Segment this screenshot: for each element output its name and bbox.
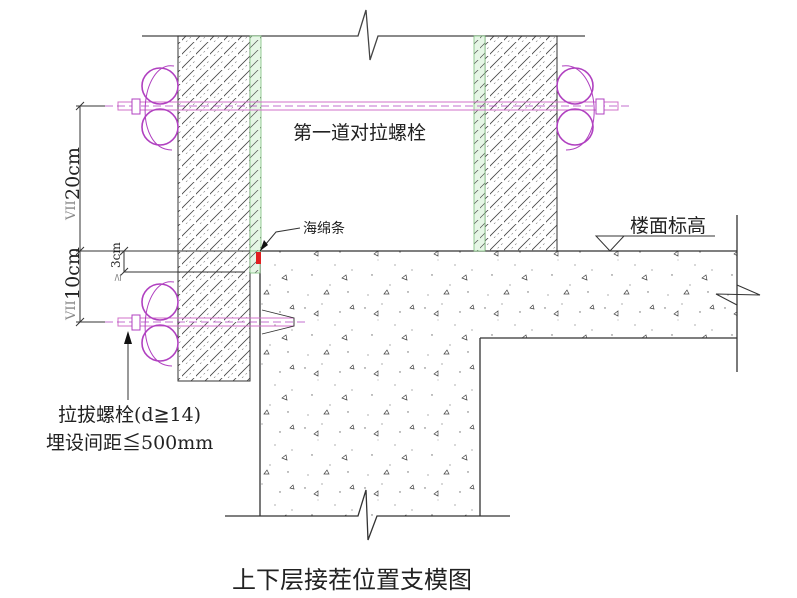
concrete-slab-and-wall bbox=[225, 215, 761, 541]
pull-bolt-label-line2: 埋设间距≦500mm bbox=[46, 432, 214, 454]
dimension-20cm-mark: VII bbox=[64, 200, 79, 220]
dimension-20cm: 20cm bbox=[62, 147, 84, 200]
pull-bolt-label-line1: 拉拔螺栓(d≧14) bbox=[58, 404, 202, 426]
steel-pipe-pair-right-upper bbox=[556, 65, 595, 151]
dimension-3cm-mark: ≥ bbox=[111, 272, 124, 282]
upper-tie-bolt bbox=[105, 98, 630, 115]
sponge-strip bbox=[256, 252, 261, 264]
sponge-strip-label: 海绵条 bbox=[303, 221, 345, 237]
steel-pipe-pair-left-upper bbox=[141, 65, 179, 151]
leader-arrow-icon bbox=[259, 227, 301, 252]
first-tie-bolt-label: 第一道对拉螺栓 bbox=[293, 122, 427, 144]
dimension-lines bbox=[75, 101, 250, 327]
leader-arrow-icon bbox=[124, 331, 132, 400]
pull-out-bolt bbox=[105, 309, 305, 335]
dimension-10cm: 10cm bbox=[62, 247, 84, 300]
right-upper-wall bbox=[473, 35, 558, 252]
elevation-triangle-icon bbox=[594, 235, 715, 252]
floor-elevation-label: 楼面标高 bbox=[630, 215, 707, 237]
top-boundary-line bbox=[142, 9, 585, 61]
diagram-title: 上下层接茬位置支模图 bbox=[232, 566, 472, 594]
dimension-3cm: 3cm bbox=[109, 242, 123, 268]
left-upper-wall bbox=[177, 35, 262, 252]
lower-formwork-panel bbox=[177, 250, 261, 382]
dimension-10cm-mark: VII bbox=[64, 300, 79, 320]
steel-pipe-pair-left-lower bbox=[141, 281, 179, 367]
